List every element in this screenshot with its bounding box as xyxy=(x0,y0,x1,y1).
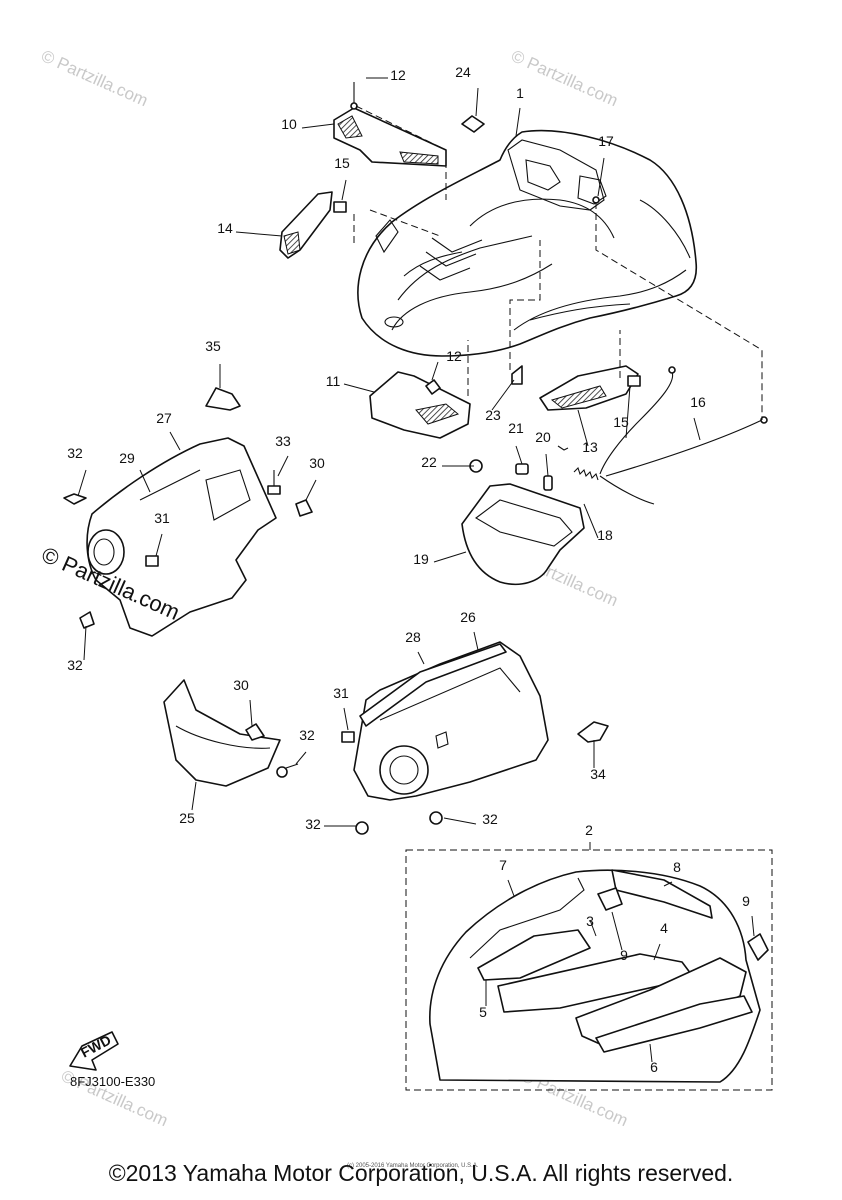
part-1-front-hood xyxy=(357,129,698,357)
fastener-32-e xyxy=(429,811,443,825)
callout-30: 30 xyxy=(233,677,249,693)
fastener-34 xyxy=(577,721,609,743)
callout-32: 32 xyxy=(482,811,498,827)
part-10-panel xyxy=(333,107,447,167)
callout-25: 25 xyxy=(179,810,195,826)
fastener-32-b xyxy=(79,611,95,629)
callout-16: 16 xyxy=(690,394,706,410)
callout-26: 26 xyxy=(460,609,476,625)
fastener-32-a xyxy=(63,493,87,505)
callout-35: 35 xyxy=(205,338,221,354)
fastener-15-top xyxy=(333,201,347,213)
part-16-cable xyxy=(599,366,768,505)
fwd-arrow-icon: FWD xyxy=(69,1031,119,1071)
callout-15: 15 xyxy=(334,155,350,171)
part-2-assembly xyxy=(429,869,769,1083)
fastener-31-left xyxy=(145,555,159,567)
fastener-12-mid xyxy=(425,379,441,395)
callout-32: 32 xyxy=(67,657,83,673)
callout-6: 6 xyxy=(650,1059,658,1075)
callout-17: 17 xyxy=(598,133,614,149)
fastener-12-top xyxy=(350,82,358,110)
part-11-panel xyxy=(369,371,471,439)
callout-32: 32 xyxy=(67,445,83,461)
part-13-panel xyxy=(539,365,639,411)
callout-9: 9 xyxy=(742,893,750,909)
fastener-35 xyxy=(205,387,241,411)
callout-14: 14 xyxy=(217,220,233,236)
fastener-23 xyxy=(511,365,523,385)
callout-21: 21 xyxy=(508,420,524,436)
callout-19: 19 xyxy=(413,551,429,567)
fine-print: (c) 2005-2016 Yamaha Motor Corporation, … xyxy=(347,1163,479,1169)
fastener-31-right xyxy=(341,731,355,743)
callout-31: 31 xyxy=(154,510,170,526)
part-19-lid xyxy=(461,459,585,586)
callout-3: 3 xyxy=(586,913,594,929)
fastener-33 xyxy=(267,470,281,495)
watermark: © Partzilla.com xyxy=(38,46,150,110)
fastener-30-top xyxy=(295,499,313,517)
dashed-lines xyxy=(353,105,763,420)
callout-5: 5 xyxy=(479,1004,487,1020)
fastener-24 xyxy=(461,115,485,133)
callout-20: 20 xyxy=(535,429,551,445)
part-18-spring xyxy=(557,445,599,481)
callout-9: 9 xyxy=(620,947,628,963)
callout-27: 27 xyxy=(156,410,172,426)
part-28-strip xyxy=(359,643,507,727)
callout-30: 30 xyxy=(309,455,325,471)
callout-15: 15 xyxy=(613,414,629,430)
copyright-notice: ©2013 Yamaha Motor Corporation, U.S.A. A… xyxy=(108,1160,734,1186)
callout-24: 24 xyxy=(455,64,471,80)
callout-32: 32 xyxy=(299,727,315,743)
fastener-15-right xyxy=(627,375,641,387)
fastener-32-d xyxy=(355,821,369,835)
part-2-assembly-box xyxy=(405,849,773,1091)
callout-22: 22 xyxy=(421,454,437,470)
fastener-32-c xyxy=(276,763,299,778)
callout-31: 31 xyxy=(333,685,349,701)
callout-2: 2 xyxy=(585,822,593,838)
callout-29: 29 xyxy=(119,450,135,466)
fastener-30-bottom xyxy=(245,723,265,741)
callout-32: 32 xyxy=(305,816,321,832)
callout-4: 4 xyxy=(660,920,668,936)
watermark: © Partzilla.com xyxy=(508,46,620,110)
callout-7: 7 xyxy=(499,857,507,873)
callout-8: 8 xyxy=(673,859,681,875)
callout-33: 33 xyxy=(275,433,291,449)
part-25-lower-panel xyxy=(163,679,281,787)
part-26-right-cover xyxy=(353,641,549,801)
callout-13: 13 xyxy=(582,439,598,455)
callout-1: 1 xyxy=(516,85,524,101)
callout-18: 18 xyxy=(597,527,613,543)
callout-10: 10 xyxy=(281,116,297,132)
leader-lines xyxy=(77,77,755,1063)
callout-34: 34 xyxy=(590,766,606,782)
callout-23: 23 xyxy=(485,407,501,423)
part-27-left-cover xyxy=(86,437,277,637)
callout-12: 12 xyxy=(390,67,406,83)
part-14-panel xyxy=(279,191,333,259)
diagram-code: 8FJ3100-E330 xyxy=(70,1074,155,1089)
callout-11: 11 xyxy=(326,373,341,389)
callout-28: 28 xyxy=(405,629,421,645)
callout-12: 12 xyxy=(446,348,462,364)
